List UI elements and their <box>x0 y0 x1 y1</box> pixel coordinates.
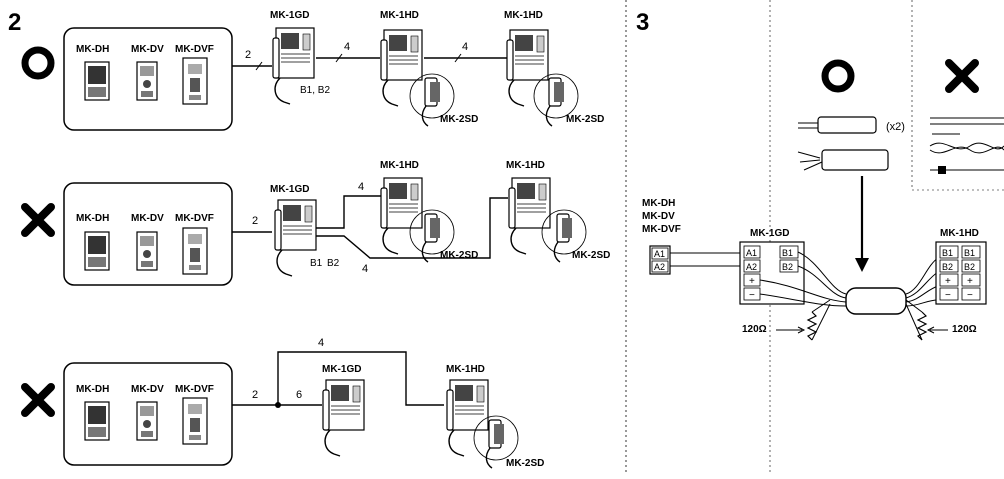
sub2-label-2: MK-1HD <box>506 160 545 171</box>
sub-terminal-b2-a: B2 <box>942 262 953 272</box>
wire-count-c: 4 <box>462 41 468 53</box>
sub-terminal-plus-a: + <box>945 276 951 287</box>
handset1-label: MK-2SD <box>440 114 478 125</box>
wire-count-a-2: 2 <box>252 215 258 227</box>
handset1-label-3: MK-2SD <box>506 458 544 469</box>
bad-cable-mark-icon <box>949 63 975 89</box>
door-unit-label-dv: MK-DV <box>642 211 675 222</box>
door-terminal-a1: A1 <box>654 249 665 259</box>
sub-terminal-minus-a: − <box>945 290 951 301</box>
wire-count-a-3: 2 <box>252 389 258 401</box>
terminal-label: B1, B2 <box>300 85 330 96</box>
sub1-monitor-icon-3 <box>446 379 489 457</box>
master-terminal-a1: A1 <box>746 248 757 258</box>
door-station-dvf-icon <box>182 57 208 105</box>
master-terminal-b2: B2 <box>782 262 793 272</box>
wire-count-c-3: 4 <box>318 337 324 349</box>
sub-terminal-minus-b: − <box>967 290 973 301</box>
sub-terminal-b1-a: B1 <box>942 248 953 258</box>
door-unit-label-dh: MK-DH <box>642 198 675 209</box>
door-unit-label-dvf: MK-DVF <box>642 224 681 235</box>
door-station-dh-icon-2 <box>84 231 110 271</box>
door-station-dh-icon-3 <box>84 401 110 441</box>
unit-label-mk-dvf: MK-DVF <box>175 44 214 55</box>
section-2-number: 2 <box>8 9 21 36</box>
master-terminal-minus: − <box>749 290 755 301</box>
sub-terminal-b2-b: B2 <box>964 262 975 272</box>
master-terminal-b1: B1 <box>782 248 793 258</box>
bad-cable-sketch <box>929 117 1004 174</box>
ok-mark-icon <box>25 50 51 76</box>
door-station-dvf-icon-2 <box>182 227 208 275</box>
unit-label-mk-dh: MK-DH <box>76 44 109 55</box>
sub1-label: MK-1HD <box>380 10 419 21</box>
sub2-label: MK-1HD <box>504 10 543 21</box>
unit-label-mk-dv-3: MK-DV <box>131 384 164 395</box>
master-label-3: MK-1GD <box>322 364 361 375</box>
sec3-sub-label: MK-1HD <box>940 228 979 239</box>
ok-cable-sketch: (x2) <box>797 116 905 272</box>
terminal-b1-label: B1 <box>310 258 323 269</box>
master-monitor-icon-3 <box>322 379 365 457</box>
door-station-dh-icon <box>84 61 110 101</box>
sub1-monitor-icon <box>380 29 423 107</box>
unit-label-mk-dh-3: MK-DH <box>76 384 109 395</box>
ok-cable-mark-icon <box>825 63 851 89</box>
master-terminal-plus: + <box>749 276 755 287</box>
cable-bundle <box>845 287 907 315</box>
unit-label-mk-dv: MK-DV <box>131 44 164 55</box>
unit-label-mk-dv-2: MK-DV <box>131 213 164 224</box>
bad1-mark-icon <box>25 207 51 233</box>
sec3-master-label: MK-1GD <box>750 228 789 239</box>
door-station-dv-icon <box>136 61 158 101</box>
wire-count-b-3: 6 <box>296 389 302 401</box>
master-terminal-a2: A2 <box>746 262 757 272</box>
sub-terminal-b1-b: B1 <box>964 248 975 258</box>
resistor-right-label: 120Ω <box>952 324 977 335</box>
resistor-left-label: 120Ω <box>742 324 767 335</box>
handset2-label-2: MK-2SD <box>572 250 610 261</box>
master-label: MK-1GD <box>270 10 309 21</box>
master-label-2: MK-1GD <box>270 184 309 195</box>
unit-label-mk-dvf-3: MK-DVF <box>175 384 214 395</box>
config-bad2-row: MK-DH MK-DV MK-DVF 2 6 4 MK-1GD MK-1HD M… <box>25 337 544 469</box>
wire-count-b: 4 <box>344 41 350 53</box>
door-terminal-a2: A2 <box>654 262 665 272</box>
handset2-label: MK-2SD <box>566 114 604 125</box>
sub2-monitor-icon <box>506 29 549 107</box>
unit-label-mk-dvf-2: MK-DVF <box>175 213 214 224</box>
config-ok-row: MK-DH MK-DV MK-DVF 2 MK-1GD B1, B2 4 MK-… <box>25 10 604 131</box>
wire-count-a: 2 <box>245 49 251 61</box>
door-station-dv-icon-3 <box>136 401 158 441</box>
sub1-monitor-icon-2 <box>380 177 423 255</box>
wire-count-b-2: 4 <box>358 181 364 193</box>
wire-count-c-2: 4 <box>362 263 368 275</box>
resistor-right-icon <box>916 311 928 341</box>
section-3-number: 3 <box>636 9 649 36</box>
unit-label-mk-dh-2: MK-DH <box>76 213 109 224</box>
cable-qty-label: (x2) <box>886 121 905 133</box>
bad2-mark-icon <box>25 387 51 413</box>
door-station-dv-icon-2 <box>136 231 158 271</box>
terminal-b2-label: B2 <box>327 258 340 269</box>
resistor-left-icon <box>806 311 818 341</box>
sub-terminal-plus-b: + <box>967 276 973 287</box>
sub1-label-3: MK-1HD <box>446 364 485 375</box>
sub1-label-2: MK-1HD <box>380 160 419 171</box>
sub2-monitor-icon-2 <box>508 177 551 255</box>
handset1-label-2: MK-2SD <box>440 250 478 261</box>
door-station-dvf-icon-3 <box>182 397 208 445</box>
config-bad1-row: MK-DH MK-DV MK-DVF 2 MK-1GD B1 B2 4 4 MK… <box>25 160 610 286</box>
